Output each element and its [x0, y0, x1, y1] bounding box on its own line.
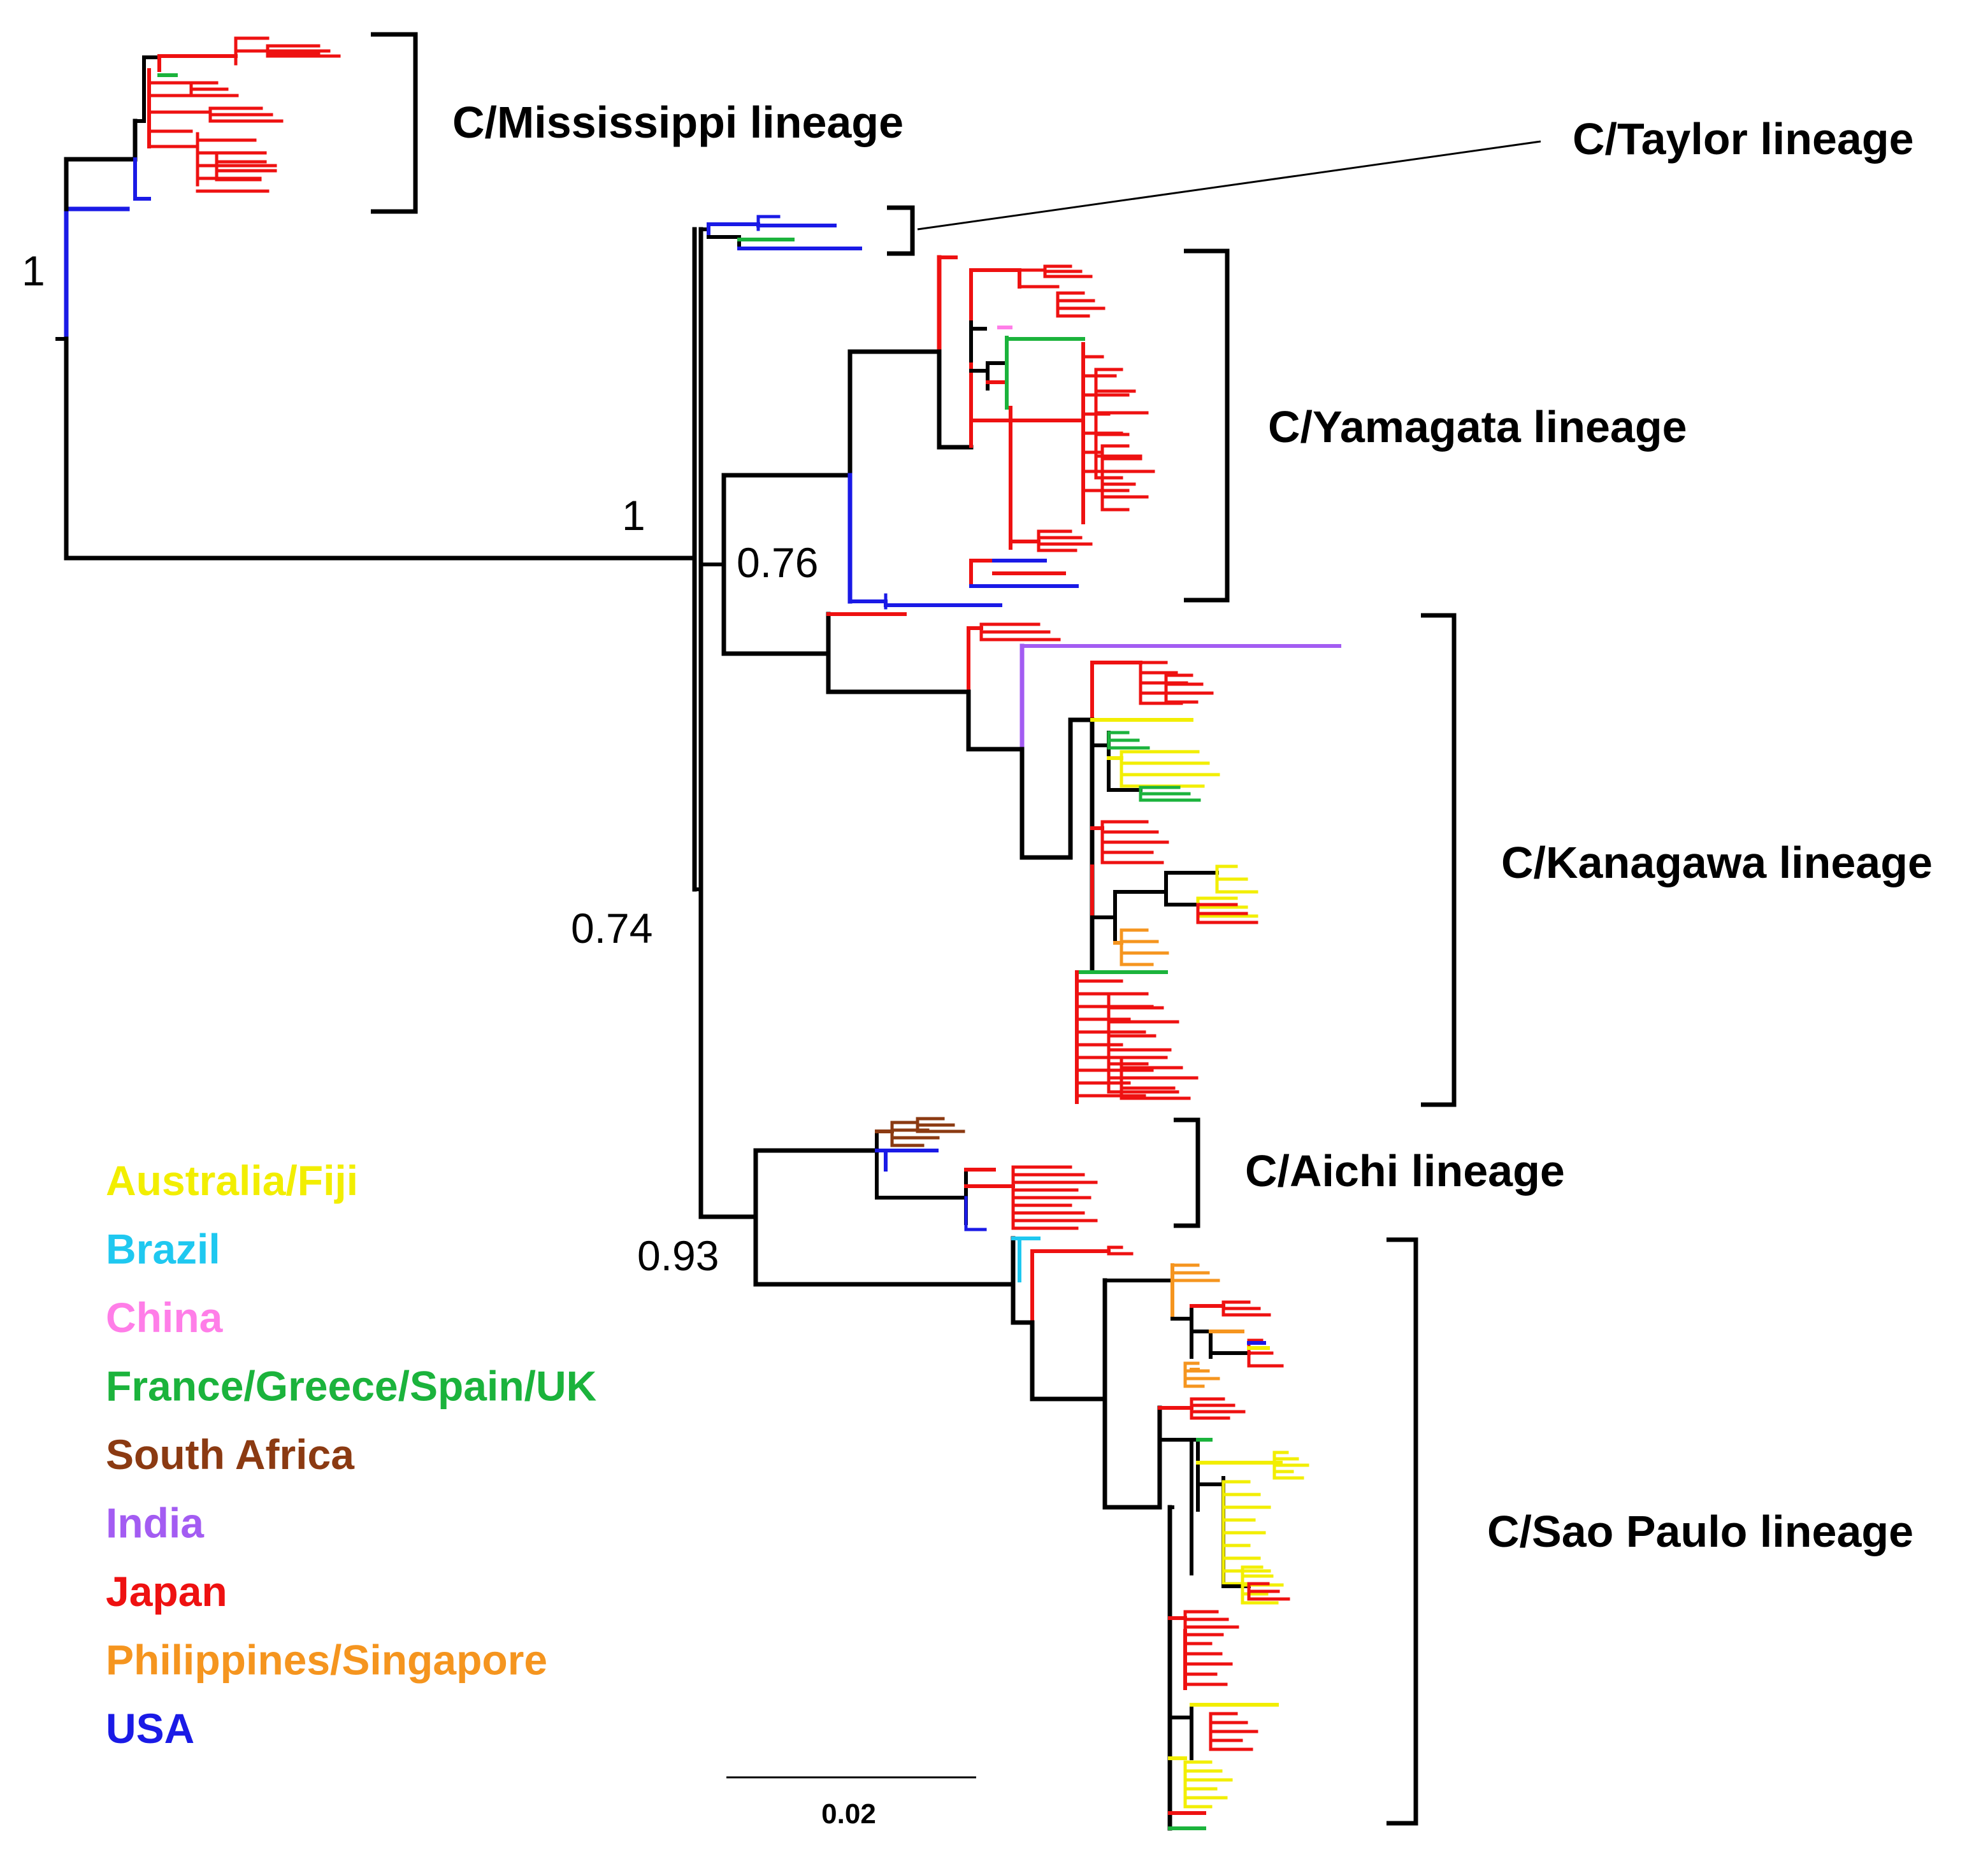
label-mississippi: C/Mississippi lineage: [452, 97, 904, 147]
legend-item: South Africa: [106, 1431, 355, 1478]
support-main: 1: [622, 492, 645, 539]
label-saopaulo: C/Sao Paulo lineage: [1487, 1507, 1913, 1556]
legend-item: Japan: [106, 1568, 227, 1615]
support-root: 1: [22, 247, 45, 294]
bracket-taylor: [887, 205, 915, 256]
bracket-yamagata: [1184, 248, 1230, 603]
legend-item: Australia/Fiji: [106, 1157, 358, 1204]
label-kanagawa: C/Kanagawa lineage: [1501, 838, 1933, 887]
legend-item: China: [106, 1294, 224, 1341]
legend-item: Philippines/Singapore: [106, 1637, 547, 1684]
legend-item: India: [106, 1500, 205, 1547]
support-yamagata-node: 0.76: [737, 539, 818, 586]
bracket-aichi: [1174, 1117, 1200, 1228]
label-taylor: C/Taylor lineage: [1573, 114, 1914, 164]
bracket-saopaulo: [1387, 1237, 1418, 1826]
legend-item: Brazil: [106, 1226, 220, 1273]
tree-branches: [55, 36, 1341, 1831]
bracket-kanagawa: [1421, 613, 1457, 1107]
label-yamagata: C/Yamagata lineage: [1268, 402, 1687, 452]
label-aichi: C/Aichi lineage: [1245, 1146, 1565, 1196]
legend-item: USA: [106, 1705, 194, 1752]
scale-bar-label: 0.02: [821, 1798, 876, 1830]
taylor-pointer-line: [917, 140, 1541, 231]
legend-item: France/Greece/Spain/UK: [106, 1363, 597, 1410]
bracket-mississippi: [371, 32, 418, 214]
support-aichi-node: 0.93: [637, 1232, 719, 1279]
support-kanagawa-node: 0.74: [571, 905, 652, 952]
clade-brackets: [371, 32, 1457, 1826]
country-legend: Australia/FijiBrazilChinaFrance/Greece/S…: [106, 1157, 597, 1752]
